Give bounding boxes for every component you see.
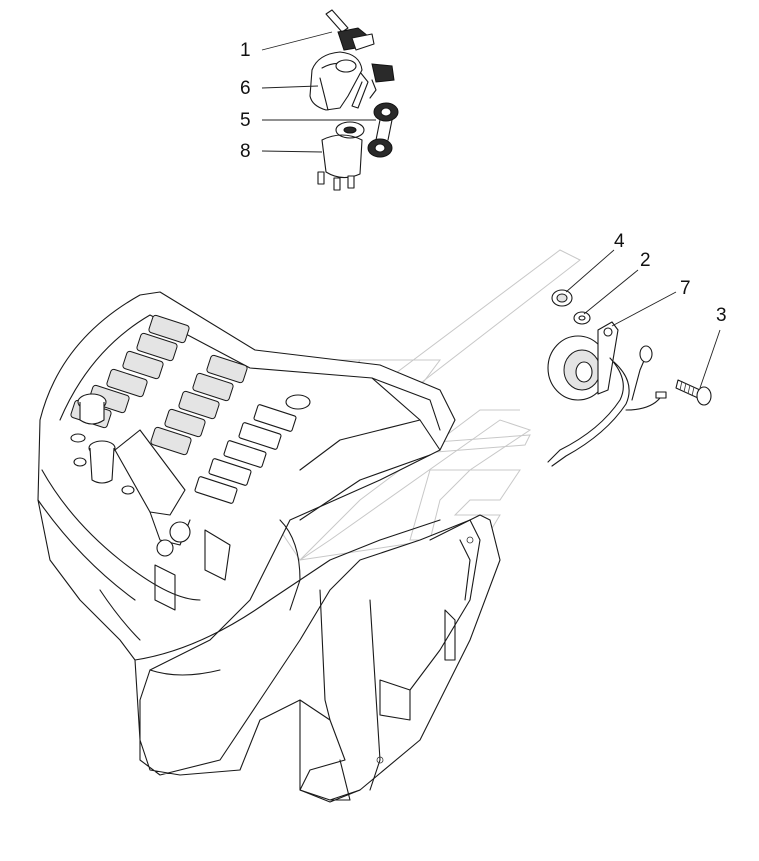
- part-6-cover: [309, 51, 363, 111]
- callout-7: 7: [680, 278, 691, 299]
- switch-row-right: [194, 404, 297, 504]
- callout-5: 5: [240, 110, 251, 131]
- callout-1: 1: [240, 40, 251, 61]
- switch-panel: [70, 314, 311, 557]
- callout-2: 2: [640, 250, 651, 271]
- part-2-washer: [573, 311, 591, 325]
- switch-row-middle: [150, 354, 248, 456]
- callout-6: 6: [240, 78, 251, 99]
- key-icon: [325, 9, 349, 33]
- console-assembly: [37, 291, 501, 803]
- part-5-seal: [367, 102, 399, 158]
- part-1-keys: [325, 9, 395, 109]
- part-3-bolt: [675, 379, 712, 406]
- callout-3: 3: [716, 305, 727, 326]
- part-8-ignition-switch: [317, 121, 365, 191]
- part-7-horn: [547, 321, 667, 467]
- callout-8: 8: [240, 141, 251, 162]
- leader-lines: [261, 31, 721, 389]
- bolt-icon: [675, 379, 701, 399]
- callout-4: 4: [614, 231, 625, 252]
- part-4-nut: [551, 289, 573, 307]
